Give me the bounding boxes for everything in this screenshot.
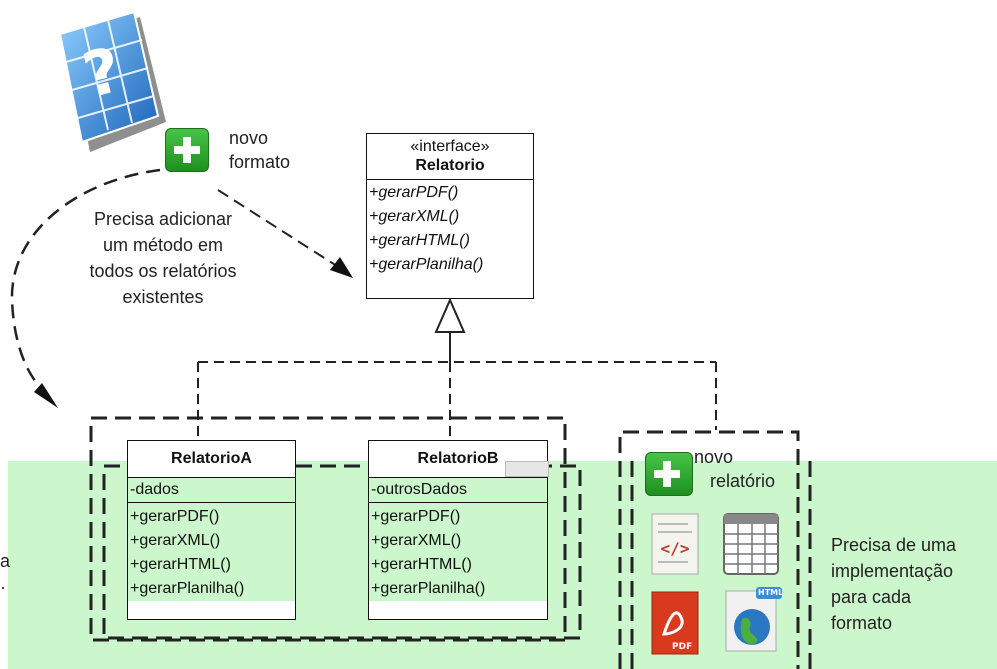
spreadsheet-icon [722,512,780,576]
stereotype-label: «interface» [410,138,490,155]
note-implementation-per-format: Precisa de uma implementação para cada f… [831,535,957,633]
html-globe-icon: HTML [722,585,784,655]
attribute-row: -outrosDados [371,481,468,498]
method-row: +gerarXML() [369,208,460,225]
green-plus-icon [645,452,693,496]
method-row: +gerarPDF() [130,508,220,525]
method-row: +gerarPlanilha() [130,580,245,597]
new-report-group [618,430,800,669]
arrowhead [330,257,353,278]
curved-dashed-arrow [10,168,161,396]
note-add-method: Precisa adicionar um método em todos os … [89,209,237,307]
interface-relatorio: «interface» Relatorio +gerarPDF() +gerar… [366,133,534,299]
method-row: +gerarPDF() [369,184,459,201]
html-label: HTML [758,588,784,597]
existing-reports-group [89,416,567,642]
interface-name: Relatorio [415,157,485,174]
class-relatorio-a: RelatorioA -dados +gerarPDF() +gerarXML(… [127,440,296,620]
method-row: +gerarPlanilha() [371,580,486,597]
method-row: +gerarXML() [130,532,221,549]
class-name: RelatorioA [128,441,295,478]
new-format-label: novo formato [229,128,291,172]
class-relatorio-b: RelatorioB -outrosDados +gerarPDF() +ger… [368,440,548,620]
small-overlay-tab [505,461,549,477]
realization-triangle [434,297,466,333]
method-row: +gerarHTML() [130,556,231,573]
clipped-left-text: a · [0,551,11,597]
diagonal-dashed-arrow [217,189,341,269]
method-row: +gerarPlanilha() [369,256,484,273]
new-report-label: novo relatório [694,447,776,491]
arrowhead [34,383,58,408]
green-plus-icon [165,128,209,172]
pdf-label: PDF [672,642,693,652]
pdf-file-icon: PDF [648,590,702,656]
code-file-icon: </> [648,512,702,578]
method-row: +gerarPDF() [371,508,461,525]
attribute-row: -dados [130,481,179,498]
method-row: +gerarXML() [371,532,462,549]
svg-text:</>: </> [661,539,690,558]
help-question-icon: ? [50,10,168,162]
method-row: +gerarHTML() [369,232,470,249]
method-row: +gerarHTML() [371,556,472,573]
existing-reports-group-overlay [102,464,582,640]
